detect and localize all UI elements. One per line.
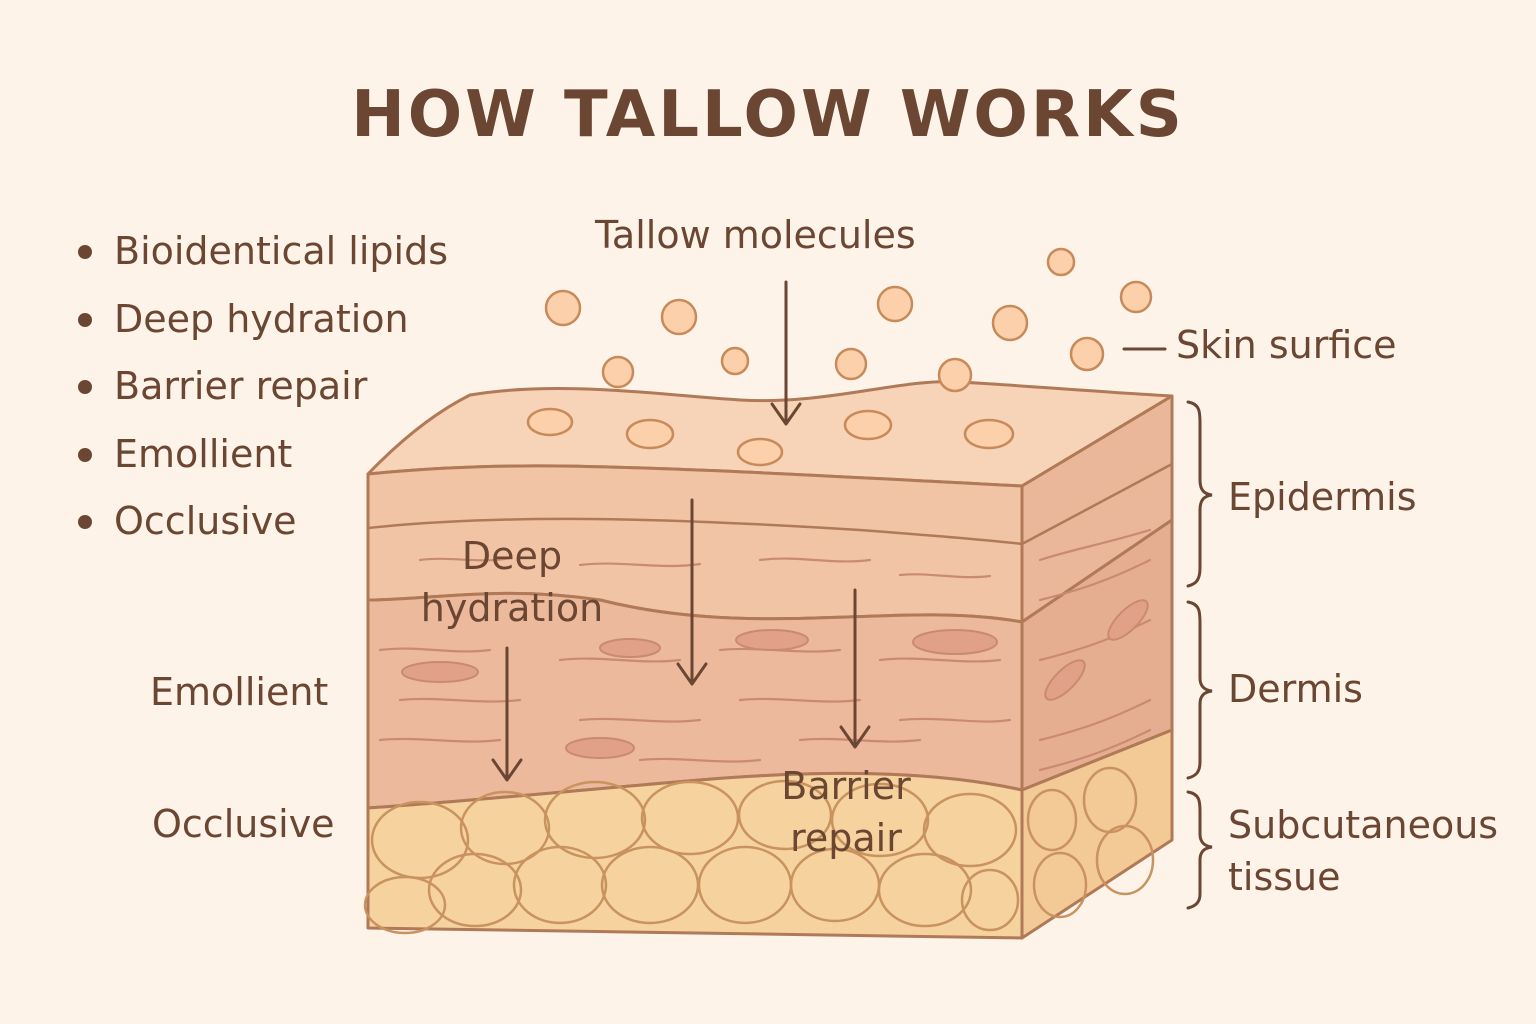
skin-surface-label: Skin surfice (1176, 323, 1397, 367)
benefit-item: Occlusive (76, 488, 448, 556)
subcutaneous-label-line1: Subcutaneous (1228, 803, 1499, 847)
page-title: HOW TALLOW WORKS (351, 78, 1185, 152)
skin-front-fat (366, 771, 1024, 940)
deep-hydration-label: Deep hydration (400, 530, 624, 634)
emollient-label: Emollient (150, 670, 329, 714)
barrier-repair-label: Barrier repair (746, 760, 946, 864)
benefits-list: Bioidentical lipids Deep hydration Barri… (76, 218, 448, 556)
barrier-repair-line1: Barrier (781, 764, 911, 808)
occlusive-label: Occlusive (152, 802, 335, 846)
deep-hydration-line2: hydration (420, 586, 604, 630)
benefit-item: Deep hydration (76, 286, 448, 354)
benefit-item: Emollient (76, 421, 448, 489)
benefit-item: Bioidentical lipids (76, 218, 448, 286)
benefit-item: Barrier repair (76, 353, 448, 421)
tallow-molecules-label: Tallow molecules (595, 213, 916, 257)
deep-hydration-line1: Deep (461, 534, 563, 578)
barrier-repair-line2: repair (790, 816, 902, 860)
dermis-label: Dermis (1228, 667, 1363, 711)
subcutaneous-label-line2: tissue (1228, 855, 1341, 899)
epidermis-label: Epidermis (1228, 475, 1417, 519)
